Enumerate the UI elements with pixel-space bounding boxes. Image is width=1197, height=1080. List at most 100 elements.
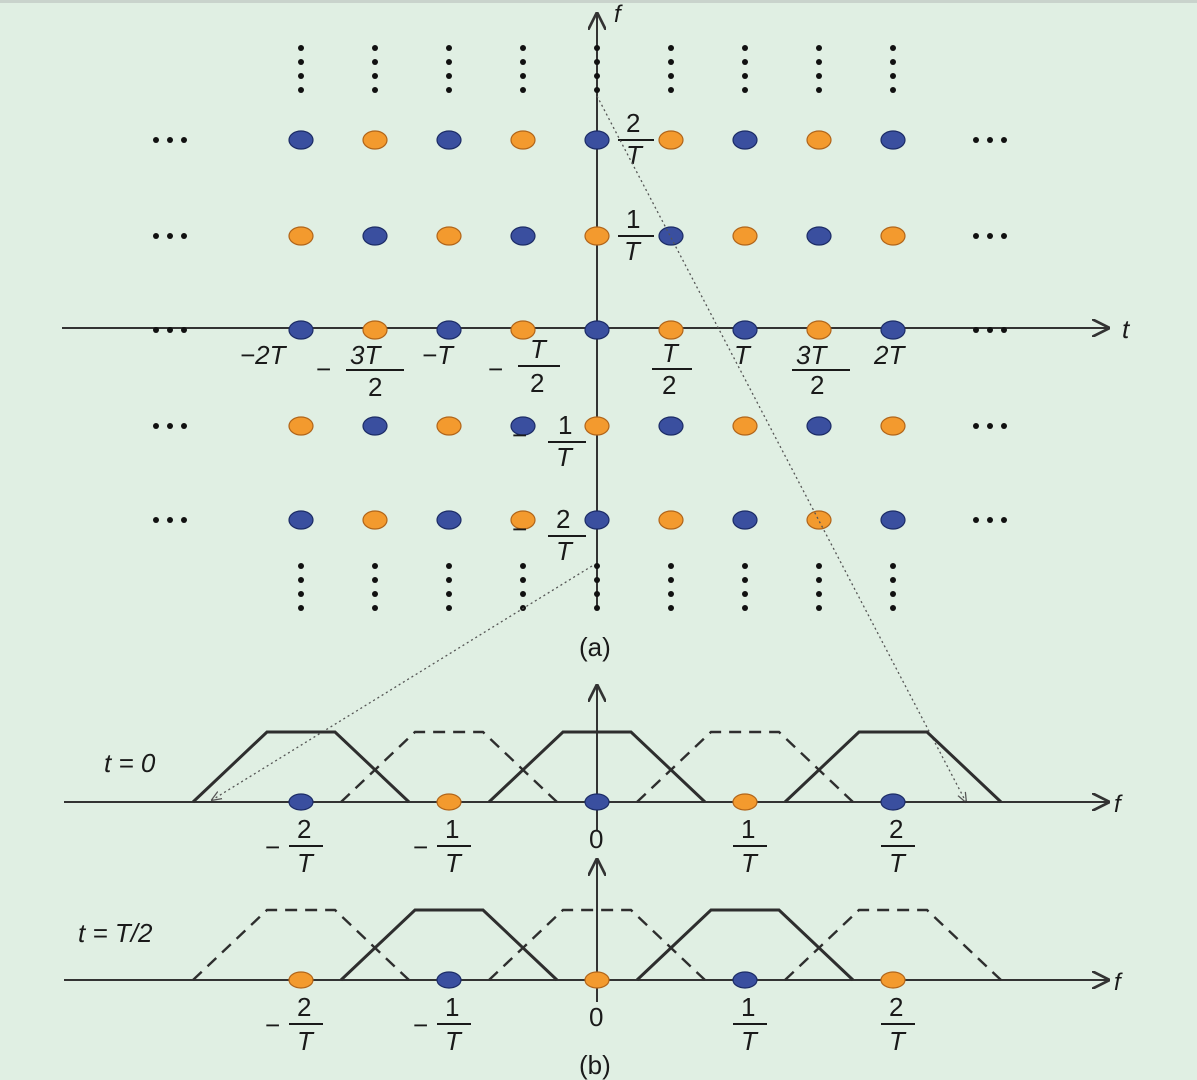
svg-text:−: − bbox=[265, 1010, 280, 1040]
ellipsis-dot bbox=[446, 591, 452, 597]
orange-dot bbox=[362, 510, 388, 530]
dashed-pulse bbox=[784, 908, 1002, 981]
solid-pulse bbox=[191, 730, 411, 804]
ellipsis-dot bbox=[298, 605, 304, 611]
ellipsis-dot bbox=[816, 563, 822, 569]
blue-dot bbox=[732, 971, 758, 989]
ellipsis-dot bbox=[1001, 233, 1007, 239]
f-tick-label: 1T bbox=[733, 992, 767, 1056]
dots-tT2 bbox=[288, 971, 906, 989]
ellipsis-dot bbox=[372, 563, 378, 569]
ellipsis-dot bbox=[816, 591, 822, 597]
svg-text:2: 2 bbox=[297, 814, 311, 844]
ellipsis-dot bbox=[594, 59, 600, 65]
ellipsis-dot bbox=[372, 73, 378, 79]
f-label-neg-2-T: − 2 T bbox=[512, 504, 586, 566]
orange-dot bbox=[732, 226, 758, 246]
ellipsis-dot bbox=[153, 423, 159, 429]
blue-dot bbox=[880, 510, 906, 530]
ellipsis-dot bbox=[890, 577, 896, 583]
orange-dot bbox=[288, 971, 314, 989]
svg-text:2: 2 bbox=[530, 368, 544, 398]
ellipsis-dot bbox=[520, 563, 526, 569]
svg-text:T: T bbox=[662, 338, 680, 368]
orange-dot bbox=[880, 971, 906, 989]
ellipsis-dot bbox=[987, 137, 993, 143]
orange-dot bbox=[510, 130, 536, 150]
f-tick-label: −2T bbox=[265, 992, 323, 1056]
solid-pulse bbox=[635, 908, 855, 982]
ellipsis-dot bbox=[890, 73, 896, 79]
ellipsis-dot bbox=[372, 577, 378, 583]
ellipsis-dot bbox=[520, 87, 526, 93]
orange-dot bbox=[436, 226, 462, 246]
ellipsis-dot bbox=[987, 517, 993, 523]
ellipsis-dot bbox=[153, 327, 159, 333]
svg-text:T: T bbox=[556, 442, 574, 472]
dashed-pulse bbox=[636, 730, 854, 803]
ellipsis-dot bbox=[181, 137, 187, 143]
f-tick-label: 1T bbox=[733, 814, 767, 878]
blue-dot bbox=[584, 320, 610, 340]
blue-dot bbox=[436, 320, 462, 340]
svg-text:−: − bbox=[413, 1010, 428, 1040]
f-tick-label: −2T bbox=[265, 814, 323, 878]
ellipsis-dot bbox=[987, 233, 993, 239]
orange-dot bbox=[806, 510, 832, 530]
svg-text:T: T bbox=[530, 334, 548, 364]
ellipsis-dot bbox=[181, 423, 187, 429]
svg-text:T: T bbox=[445, 1026, 463, 1056]
svg-text:2: 2 bbox=[810, 370, 824, 400]
ellipsis-dot bbox=[167, 137, 173, 143]
solid-pulse bbox=[487, 730, 707, 804]
pulses-t0 bbox=[191, 730, 1003, 804]
t-label-neg-2T: −2T bbox=[240, 340, 288, 370]
ellipsis-dot bbox=[298, 591, 304, 597]
ellipsis-dot bbox=[167, 327, 173, 333]
guide-line-right bbox=[596, 95, 966, 802]
ellipsis-dot bbox=[372, 87, 378, 93]
ellipsis-dot bbox=[181, 517, 187, 523]
ellipsis-dot bbox=[446, 45, 452, 51]
ellipsis-dot bbox=[890, 605, 896, 611]
ellipsis-dot bbox=[446, 59, 452, 65]
f-tick-label: 2T bbox=[881, 814, 915, 878]
ellipsis-dot bbox=[181, 327, 187, 333]
ellipsis-dot bbox=[1001, 517, 1007, 523]
svg-text:2: 2 bbox=[889, 992, 903, 1022]
orange-dot bbox=[584, 226, 610, 246]
blue-dot bbox=[658, 226, 684, 246]
f-axis-label-b2: f bbox=[1114, 969, 1123, 996]
t-label-neg-T: −T bbox=[422, 340, 455, 370]
ellipsis-dot bbox=[298, 87, 304, 93]
orange-dot bbox=[288, 416, 314, 436]
ellipsis-dot bbox=[520, 59, 526, 65]
svg-text:−: − bbox=[413, 832, 428, 862]
f-label-1-T: 1 T bbox=[618, 204, 654, 266]
t-label-T-2: T 2 bbox=[652, 338, 692, 400]
f-tick-label: 2T bbox=[881, 992, 915, 1056]
top-border bbox=[0, 0, 1197, 3]
ellipsis-dot bbox=[594, 45, 600, 51]
svg-text:1: 1 bbox=[741, 992, 755, 1022]
svg-text:2: 2 bbox=[662, 370, 676, 400]
svg-text:−: − bbox=[512, 514, 527, 544]
ellipsis-dot bbox=[446, 73, 452, 79]
svg-text:2: 2 bbox=[889, 814, 903, 844]
blue-dot bbox=[362, 416, 388, 436]
svg-text:T: T bbox=[741, 848, 759, 878]
blue-dot bbox=[288, 130, 314, 150]
blue-dot bbox=[880, 130, 906, 150]
t-label-3T-2: 3T 2 bbox=[792, 340, 850, 400]
blue-dot bbox=[584, 793, 610, 811]
orange-dot bbox=[880, 416, 906, 436]
ellipsis-dot bbox=[973, 233, 979, 239]
ellipsis-dot bbox=[153, 517, 159, 523]
svg-text:T: T bbox=[626, 140, 644, 170]
ellipsis-dot bbox=[1001, 137, 1007, 143]
ellipsis-dot bbox=[987, 327, 993, 333]
guide-line-left bbox=[212, 565, 593, 800]
ellipsis-dot bbox=[594, 563, 600, 569]
ellipsis-dot bbox=[446, 577, 452, 583]
